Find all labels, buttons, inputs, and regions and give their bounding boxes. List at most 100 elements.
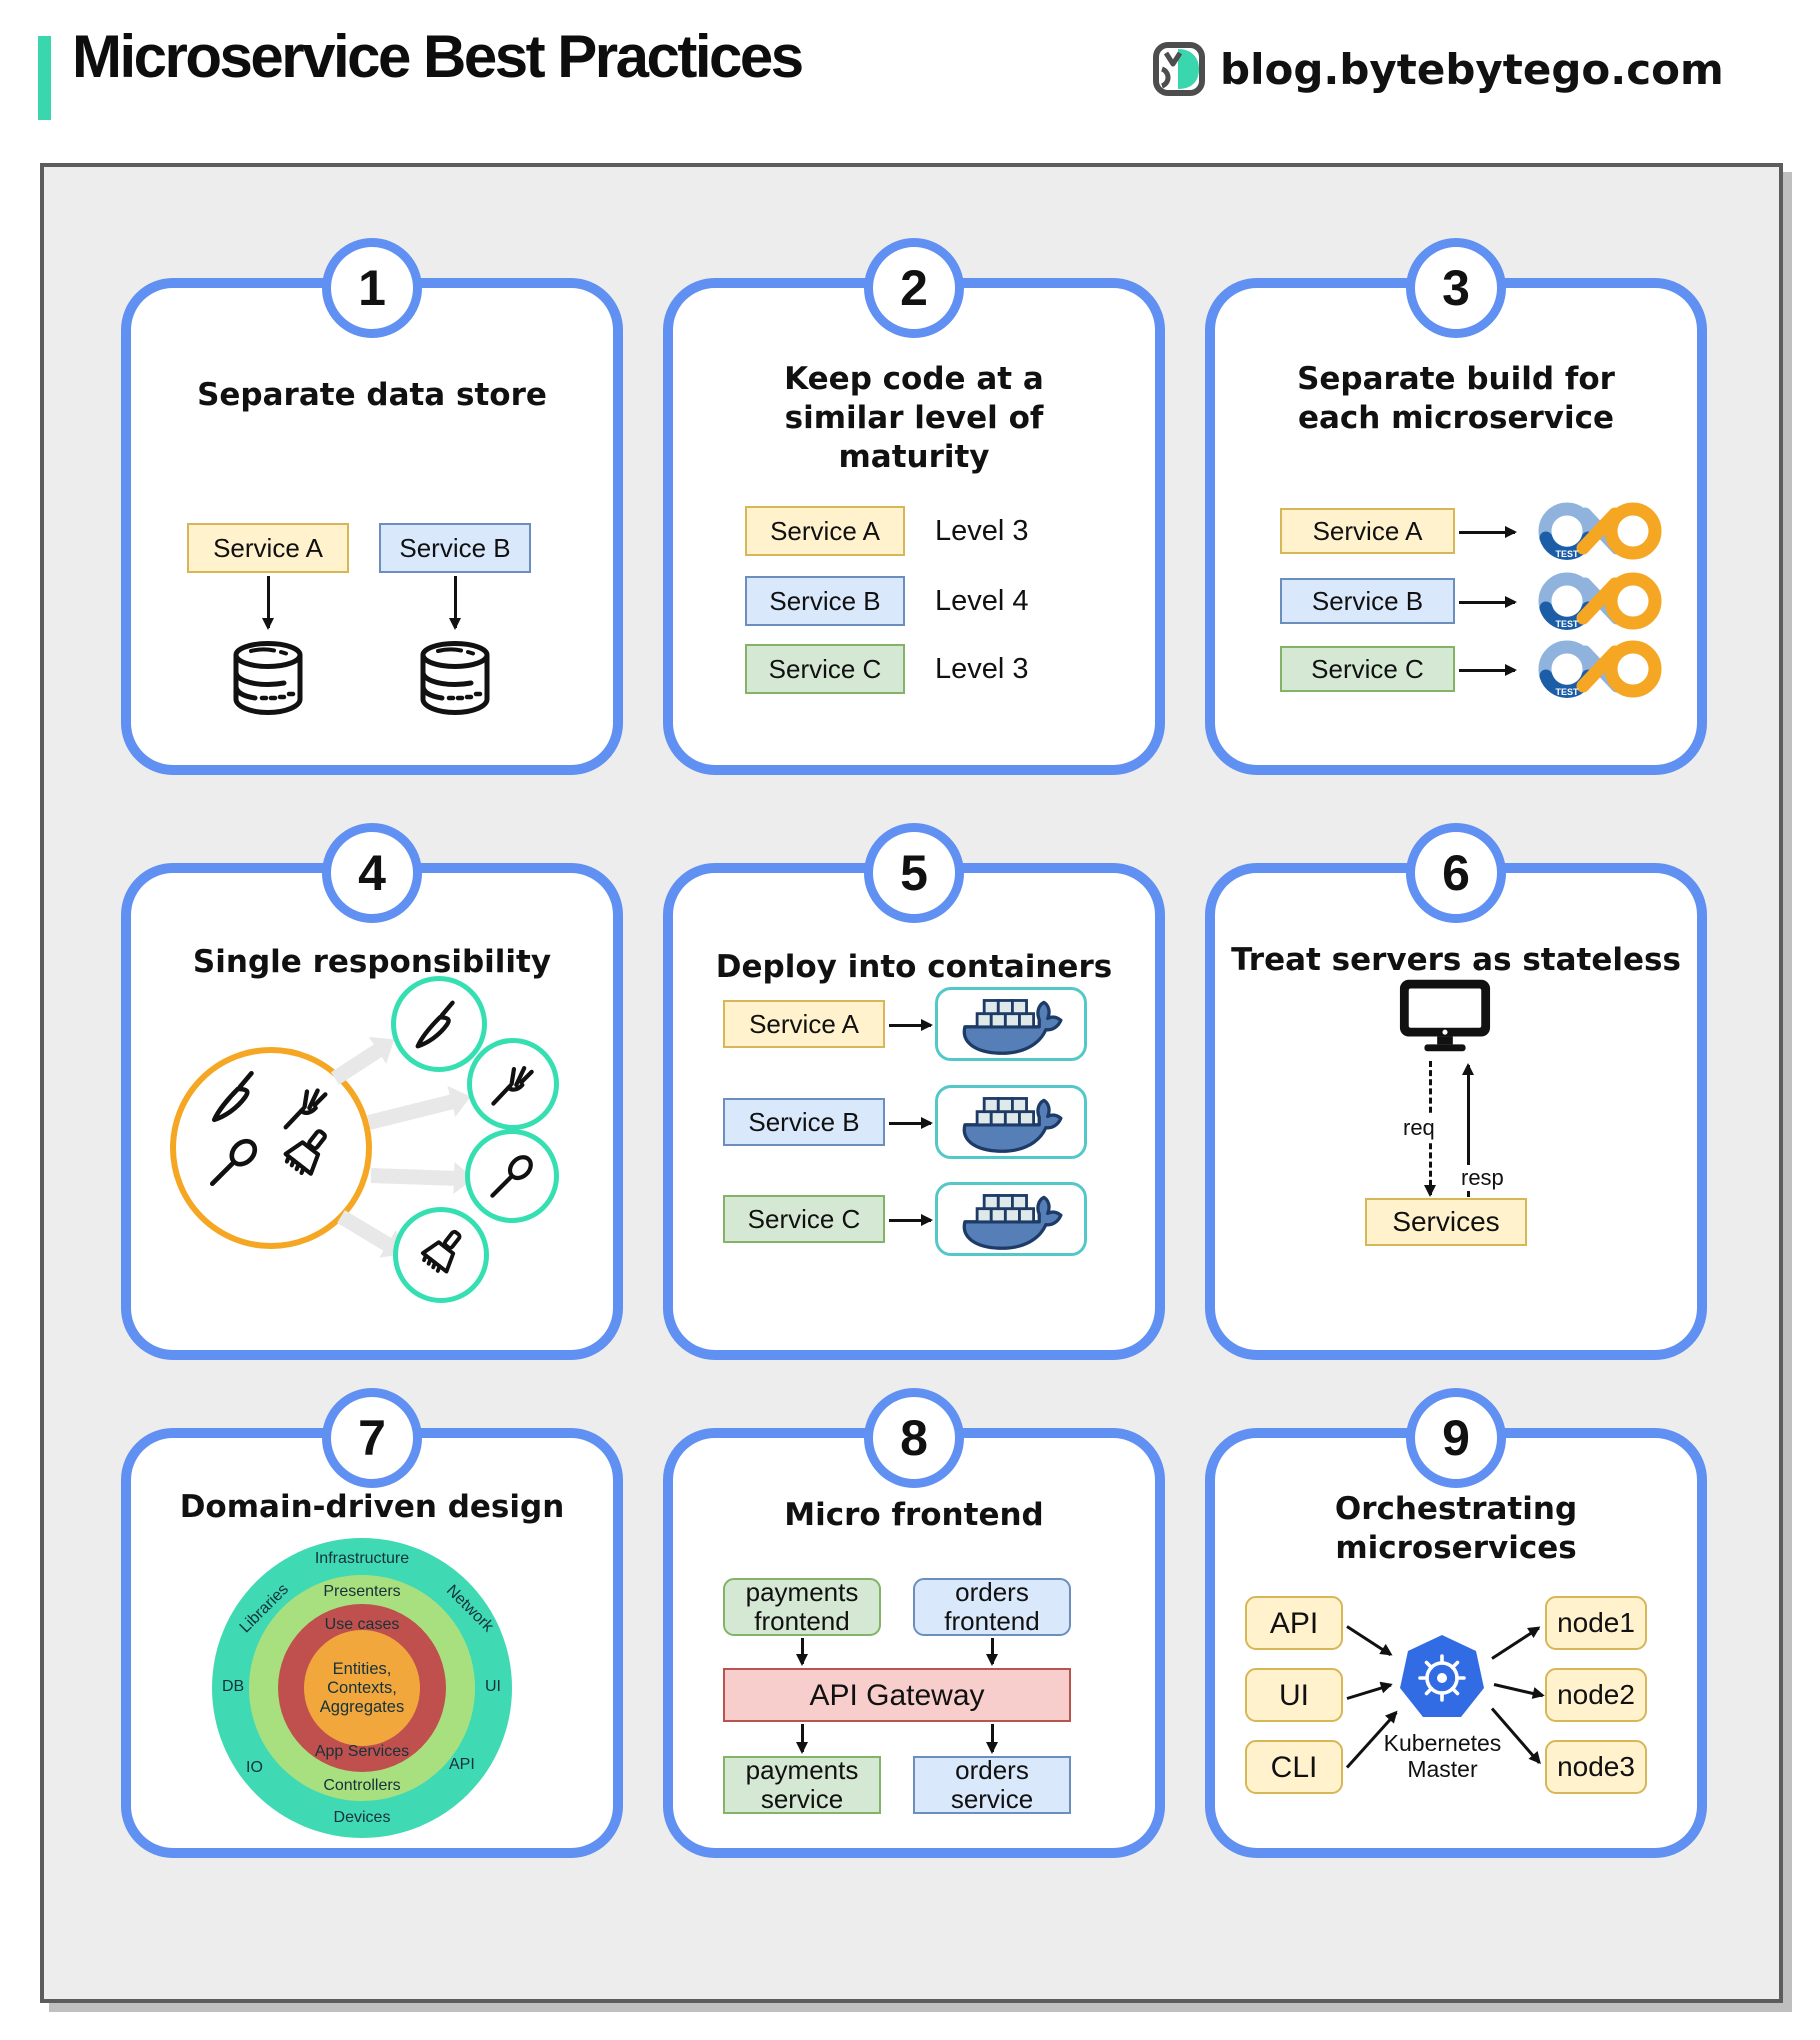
knife-icon xyxy=(211,1070,254,1123)
docker-whale-icon xyxy=(962,1194,1063,1250)
kubernetes-wheel-icon xyxy=(1400,1635,1484,1717)
arrow-to-pipeline xyxy=(1459,526,1517,538)
container-box xyxy=(935,1182,1087,1256)
orders-frontend-label: orders frontend xyxy=(944,1577,1040,1636)
card-number: 8 xyxy=(900,1410,928,1466)
ddd-rings: Entities, Contexts, Aggregates Infrastru… xyxy=(212,1538,512,1838)
arrow-to-pipeline xyxy=(1459,596,1517,608)
split-arrow xyxy=(330,1043,383,1085)
card-single-responsibility: 4 Single responsibility xyxy=(121,823,623,1360)
fork-icon xyxy=(283,1088,328,1130)
service-b-label: Service B xyxy=(769,585,881,616)
label-presenters: Presenters xyxy=(323,1583,401,1600)
cli-client-box: CLI xyxy=(1245,1740,1343,1794)
devops-infinity-icon: TEST xyxy=(1538,572,1662,630)
label-io: IO xyxy=(246,1759,263,1776)
service-a-label: Service A xyxy=(213,532,323,563)
card-stateless-servers: 6 Treat servers as stateless req resp Se… xyxy=(1205,823,1707,1360)
card-micro-frontend: 8 Micro frontend payments frontend order… xyxy=(663,1388,1165,1858)
node2-label: node2 xyxy=(1557,1678,1635,1710)
card-title: Micro frontend xyxy=(784,1497,1044,1533)
service-a-label: Service A xyxy=(770,515,880,546)
card-number: 9 xyxy=(1442,1410,1470,1466)
card-deploy-containers: 5 Deploy into containers Service A Servi… xyxy=(663,823,1165,1360)
devops-infinity-icon: TEST xyxy=(1538,640,1662,698)
label-controllers: Controllers xyxy=(323,1777,401,1794)
split-arrow xyxy=(367,1094,455,1130)
response-label: resp xyxy=(1457,1165,1508,1191)
cli-client-label: CLI xyxy=(1270,1750,1318,1784)
label-infrastructure: Infrastructure xyxy=(314,1550,410,1567)
brush-icon xyxy=(420,1229,462,1274)
card-number-badge: 2 xyxy=(864,238,964,338)
service-b-label: Service B xyxy=(748,1106,860,1137)
service-c-box: Service C xyxy=(745,644,905,694)
card-number-badge: 4 xyxy=(322,823,422,923)
service-a-box: Service A xyxy=(745,506,905,556)
card-orchestrating-microservices: 9 Orchestrating microservices API UI CLI… xyxy=(1205,1388,1707,1858)
node3-label: node3 xyxy=(1557,1750,1635,1782)
service-b-label: Service B xyxy=(1311,585,1424,616)
card-title: Domain-driven design xyxy=(179,1489,565,1525)
api-gateway-label: API Gateway xyxy=(809,1678,985,1712)
arrow-to-container xyxy=(889,1214,933,1226)
payments-service-label: payments service xyxy=(745,1755,859,1814)
node1-box: node1 xyxy=(1545,1596,1647,1650)
service-a-label: Service A xyxy=(1312,515,1423,546)
card-separate-data-store: 1 Separate data store Service A Service … xyxy=(121,238,623,775)
label-use-cases: Use cases xyxy=(324,1616,400,1633)
page-title: Microservice Best Practices xyxy=(72,23,804,90)
arrow-api-to-master xyxy=(1346,1625,1392,1657)
container-box xyxy=(935,1085,1087,1159)
card-title: Separate build for each microservice xyxy=(1297,361,1615,436)
spoon-circle xyxy=(465,1129,559,1223)
label-db: DB xyxy=(222,1678,245,1695)
level-a: Level 3 xyxy=(935,515,1029,547)
card-number: 3 xyxy=(1442,260,1470,316)
card-number-badge: 8 xyxy=(864,1388,964,1488)
service-c-box: Service C xyxy=(723,1195,885,1243)
brush-icon xyxy=(283,1129,327,1176)
orders-frontend-box: orders frontend xyxy=(913,1578,1071,1636)
service-a-box: Service A xyxy=(1280,508,1455,554)
service-c-label: Service C xyxy=(747,1203,861,1234)
split-arrow xyxy=(337,1210,393,1252)
services-box: Services xyxy=(1365,1198,1527,1246)
site-name: blog.bytebytego.com xyxy=(1220,44,1724,94)
bytebytego-logo-icon xyxy=(1153,42,1205,96)
brush-circle xyxy=(393,1207,489,1303)
card-number-badge: 6 xyxy=(1406,823,1506,923)
card-title: Separate data store xyxy=(197,377,547,413)
node2-box: node2 xyxy=(1545,1668,1647,1722)
payments-frontend-box: payments frontend xyxy=(723,1578,881,1636)
devops-infinity-icon: TEST xyxy=(1538,502,1662,560)
service-b-label: Service B xyxy=(399,532,511,563)
arrow-ui-to-master xyxy=(1346,1683,1392,1700)
card-domain-driven-design: 7 Domain-driven design Entities, Context… xyxy=(121,1388,623,1858)
card-number: 5 xyxy=(900,845,928,901)
spoon-icon xyxy=(490,1155,533,1198)
service-a-box: Service A xyxy=(723,1000,885,1048)
payments-service-box: payments service xyxy=(723,1756,881,1814)
card-code-maturity: 2 Keep code at a similar level of maturi… xyxy=(663,238,1165,775)
service-c-box: Service C xyxy=(1280,646,1455,692)
arrow-gateway-to-service xyxy=(796,1724,808,1754)
service-c-label: Service C xyxy=(1311,653,1424,684)
service-b-box: Service B xyxy=(723,1098,885,1146)
card-number: 4 xyxy=(358,845,386,901)
arrow-master-to-node2 xyxy=(1493,1683,1544,1698)
payments-frontend-label: payments frontend xyxy=(745,1577,859,1636)
accent-bar xyxy=(38,36,51,120)
monitor-icon xyxy=(1399,979,1491,1052)
card-title: Deploy into containers xyxy=(715,949,1113,985)
service-b-box: Service B xyxy=(745,576,905,626)
fork-circle xyxy=(467,1038,559,1130)
arrow-to-container xyxy=(889,1117,933,1129)
label-devices: Devices xyxy=(333,1809,391,1826)
card-number-badge: 7 xyxy=(322,1388,422,1488)
card-number-badge: 9 xyxy=(1406,1388,1506,1488)
docker-whale-icon xyxy=(962,999,1063,1055)
api-client-label: API xyxy=(1269,1606,1319,1640)
knife-icon xyxy=(415,1000,455,1049)
knife-circle xyxy=(391,976,487,1072)
